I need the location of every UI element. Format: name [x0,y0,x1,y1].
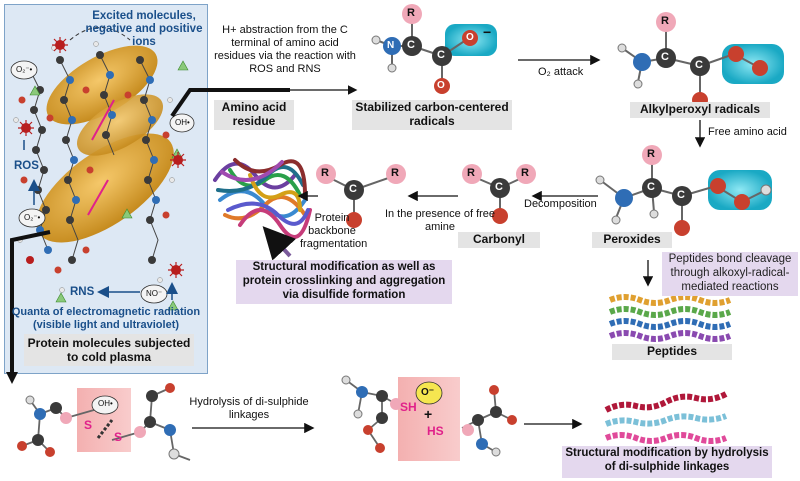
o-minus-ion: O⁻ [421,387,435,398]
structural-modification-box: Structural modification as well as prote… [236,260,452,304]
atom-s: S [114,430,123,444]
stabilized-radicals-label: Stabilized carbon-centered radicals [352,100,512,130]
plus-sign: + [424,406,433,422]
atom-r: R [467,167,475,179]
protein-fragment-tangle [213,158,312,239]
atom-c: C [495,181,503,193]
cleavage-box: Peptides bond cleavage through alkoxyl-r… [662,252,798,296]
atom-c: C [437,49,445,61]
atom-n: N [387,40,395,51]
atom-r: R [521,167,529,179]
peptides-label: Peptides [612,344,732,360]
ros-label: ROS [14,160,39,172]
atom-c: C [349,183,357,195]
carbonyl-molecule [462,164,536,224]
quanta-label: Quanta of electromagnetic radiation (vis… [11,306,201,331]
excited-molecules-label: Excited molecules, negative and positive… [85,10,203,48]
alkylperoxyl-molecule [617,12,784,108]
disulfide-dimer-molecule [17,383,191,461]
atom-c: C [695,59,703,71]
oh-radical-label: OH• [98,399,113,408]
hydrolysis-modification-box: Structural modification by hydrolysis of… [562,446,772,478]
alkylperoxyl-label: Alkylperoxyl radicals [630,102,770,118]
atom-o: O [466,32,474,43]
o2-attack-label: O₂ attack [538,66,584,78]
atom-o: O [437,80,445,91]
sh-group: SH [400,400,417,414]
free-amine-label: In the presence of free amine [384,208,496,233]
hydrolysis-peptide-chains [604,391,728,444]
atom-c: C [647,181,655,193]
panel-to-amino-arrow [170,88,290,118]
rns-label: RNS [70,286,95,298]
minus-charge: − [483,24,492,40]
atom-c: C [661,51,669,63]
atom-s: S [84,418,93,432]
oh-radical-label: OH• [175,118,190,127]
hs-group: HS [427,424,444,438]
structural-mod-pointer [262,226,297,261]
h-abstraction-text: H+ abstraction from the C terminal of am… [214,24,356,75]
o2-ion-label: O₂⁻• [24,213,41,222]
amino-acid-residue-label: Amino acid residue [214,100,294,130]
stabilized-radical-molecule [371,4,497,94]
free-amino-acid-label: Free amino acid [708,126,787,138]
atom-r: R [391,167,399,179]
atom-r: R [407,7,415,19]
atom-c: C [407,39,415,51]
hydrolysed-thiol-molecule [341,375,517,461]
atom-r: R [661,15,669,27]
panel-to-bottom-arrow [10,230,51,375]
no-ion-label: NO⁻ [146,289,163,298]
decomposition-label: Decomposition [524,198,597,210]
carbonyl-label: Carbonyl [458,232,540,248]
peroxide-molecule [595,145,772,236]
peptide-chains [608,294,732,342]
atom-r: R [321,167,329,179]
atom-c: C [677,189,685,201]
hydrolysis-label: Hydrolysis of di-sulphide linkages [189,396,309,421]
protein-chain-illustration [10,27,195,311]
carbonyl-molecule-left [316,164,406,228]
fragmentation-label: Protein backbone fragmentation [300,212,368,250]
atom-r: R [647,148,655,160]
peroxides-label: Peroxides [592,232,672,248]
cold-plasma-footer: Protein molecules subjected to cold plas… [24,334,194,366]
o2-ion-label: O₂⁻• [16,65,33,74]
